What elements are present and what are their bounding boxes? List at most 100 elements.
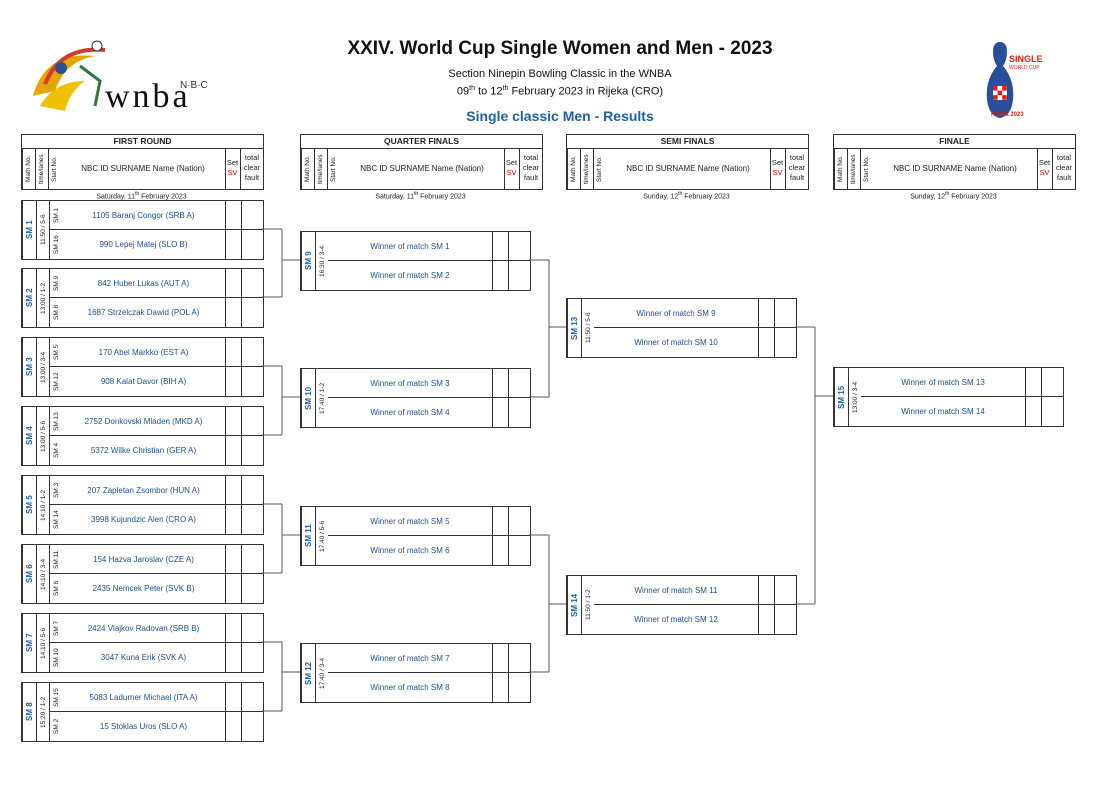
player-name: 2435 Nemcek Peter (SVK B)	[62, 574, 226, 603]
player-row: Winner of match SM 5	[328, 507, 530, 536]
player-row: Winner of match SM 14	[861, 397, 1063, 426]
col-clear-label: clear	[1055, 163, 1073, 172]
winner-placeholder: Winner of match SM 12	[594, 605, 759, 634]
player-row: Winner of match SM 13	[861, 368, 1063, 397]
player-name: 1105 Baranj Congor (SRB A)	[62, 201, 226, 230]
col-set-label: Set	[505, 158, 518, 167]
set-score-cell	[758, 299, 775, 328]
round-day-text: Sunday, 12	[643, 193, 679, 201]
player-row: Winner of match SM 6	[328, 536, 530, 565]
player-row: Winner of match SM 9	[594, 299, 796, 328]
player-row: Winner of match SM 4	[328, 398, 530, 427]
set-score-cell	[225, 614, 242, 643]
winner-placeholder: Winner of match SM 2	[328, 261, 493, 290]
col-sv-label: SV	[227, 168, 238, 177]
player-name: 5083 Ladurner Michael (ITA A)	[62, 683, 226, 712]
dates-mid: to 12	[475, 85, 503, 98]
player-name: 2424 Vlajkov Radovan (SRB B)	[62, 614, 226, 643]
round-day-sup: th	[414, 191, 419, 197]
winner-placeholder: Winner of match SM 8	[328, 673, 493, 702]
player-name: 2752 Donkovski Mladen (MKD A)	[62, 407, 226, 436]
player-row: Winner of match SM 2	[328, 261, 530, 290]
winner-placeholder: Winner of match SM 6	[328, 536, 493, 565]
set-score-cell	[492, 507, 509, 536]
player-name: 990 Lepej Matej (SLO B)	[62, 230, 226, 259]
set-score-cell	[492, 232, 509, 261]
player-name: 842 Huber Lukas (AUT A)	[62, 269, 226, 298]
round-day-sup: th	[135, 191, 140, 197]
player-name: 1687 Strzelczak Dawid (POL A)	[62, 298, 226, 327]
wnba-logo-graphic	[33, 40, 106, 111]
round-day-post: February 2023	[418, 193, 466, 201]
player-name: 3047 Kuna Erik (SVK A)	[62, 643, 226, 672]
round-title: QUARTER FINALS	[301, 135, 542, 149]
col-player-name: NBC ID SURNAME Name (Nation)	[340, 149, 505, 189]
col-sv-label: SV	[772, 168, 783, 177]
round-day-text: Sunday, 12	[910, 193, 946, 201]
set-score-cell	[225, 505, 242, 534]
col-player-name: NBC ID SURNAME Name (Nation)	[873, 149, 1038, 189]
set-score-cell	[1025, 397, 1042, 426]
round-day: Sunday, 12th February 2023	[566, 191, 807, 200]
col-sv-label: SV	[1039, 168, 1050, 177]
pin-logo-worldcup: WORLD CUP	[1009, 65, 1040, 71]
round-day: Saturday, 11th February 2023	[21, 191, 262, 200]
col-fault-label: fault	[789, 173, 805, 182]
player-name: 908 Kalat Davor (BIH A)	[62, 367, 226, 396]
winner-placeholder: Winner of match SM 11	[594, 576, 759, 605]
round-title: FIRST ROUND	[22, 135, 263, 149]
set-score-cell	[225, 367, 242, 396]
round-day-sup: th	[945, 191, 950, 197]
set-score-cell	[492, 644, 509, 673]
set-score-cell	[225, 683, 242, 712]
page-title: XXIV. World Cup Single Women and Men - 2…	[347, 38, 773, 59]
col-total-label: total	[1056, 153, 1072, 162]
dates-sup-1: th	[469, 85, 476, 92]
winner-placeholder: Winner of match SM 3	[328, 369, 493, 398]
pin-logo-single: SINGLE	[1009, 54, 1043, 64]
set-score-cell	[492, 536, 509, 565]
col-fault-label: fault	[244, 173, 260, 182]
set-score-cell	[758, 576, 775, 605]
winner-placeholder: Winner of match SM 9	[594, 299, 759, 328]
player-row: Winner of match SM 7	[328, 644, 530, 673]
col-clear-label: clear	[788, 163, 806, 172]
set-score-cell	[225, 574, 242, 603]
winner-placeholder: Winner of match SM 4	[328, 398, 493, 427]
set-score-cell	[225, 407, 242, 436]
player-row: Winner of match SM 10	[594, 328, 796, 357]
set-score-cell	[758, 605, 775, 634]
set-score-cell	[492, 369, 509, 398]
winner-placeholder: Winner of match SM 10	[594, 328, 759, 357]
